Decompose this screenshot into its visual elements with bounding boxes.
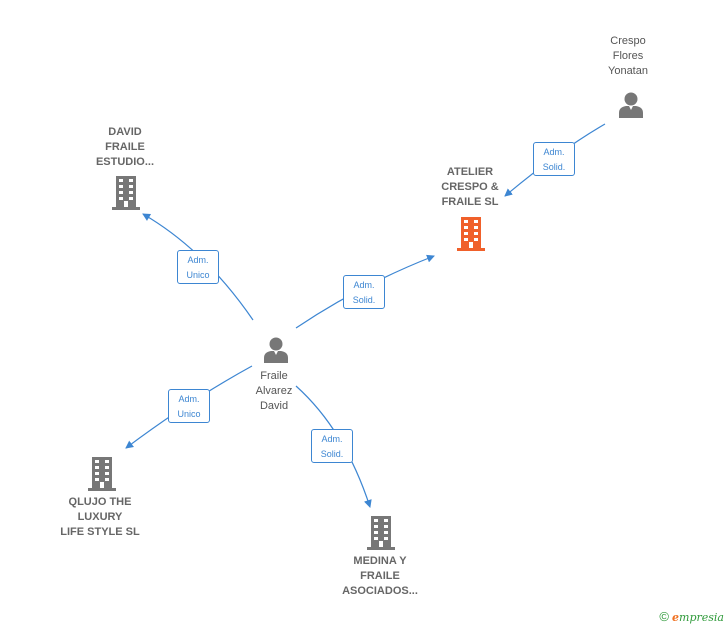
building-icon[interactable] (110, 176, 142, 210)
brand-logo: empresia (672, 611, 724, 624)
node-label-line: FRAILE (360, 570, 400, 582)
edge-badge-line: Adm. (543, 147, 565, 157)
node-label-line: David (259, 400, 289, 412)
person-icon[interactable] (617, 90, 645, 118)
edge-badge-line: Unico (177, 409, 201, 419)
edge-badge-line: Solid. (352, 295, 376, 305)
node-label-medina[interactable]: MEDINA Y FRAILE ASOCIADOS... (330, 554, 430, 599)
node-label-atelier[interactable]: ATELIER CRESPO & FRAILE SL (420, 165, 520, 210)
person-icon[interactable] (262, 335, 290, 363)
node-label-line: Crespo (610, 35, 646, 47)
brand-footer[interactable]: © empresia (659, 609, 724, 624)
edge-badge-line: Solid. (320, 449, 344, 459)
node-label-line: DAVID (108, 126, 142, 138)
edge-badge-line: Adm. (178, 394, 200, 404)
building-icon[interactable] (86, 457, 118, 491)
node-label-line: Alvarez (255, 385, 293, 397)
edge-badge-line: Adm. (321, 434, 343, 444)
node-label-line: LUXURY (77, 511, 123, 523)
edge-badge-line: Adm. (353, 280, 375, 290)
brand-initial: e (672, 611, 680, 624)
node-label-line: Flores (612, 50, 644, 62)
edge-badge-line: Unico (186, 270, 210, 280)
node-label-line: FRAILE (105, 141, 145, 153)
edge-badge-fraile-qlujo[interactable]: Adm. Unico (168, 389, 210, 423)
node-label-line: MEDINA Y (353, 555, 407, 567)
node-label-line: Fraile (260, 370, 288, 382)
node-label-line: ASOCIADOS... (342, 585, 418, 597)
edge-badge-fraile-atelier[interactable]: Adm. Solid. (343, 275, 385, 309)
node-label-line: QLUJO THE (68, 496, 132, 508)
edge-badge-line: Adm. (187, 255, 209, 265)
building-icon[interactable] (365, 516, 397, 550)
edge-badge-crespo-atelier[interactable]: Adm. Solid. (533, 142, 575, 176)
node-label-line: LIFE STYLE SL (60, 526, 140, 538)
node-label-qlujo[interactable]: QLUJO THE LUXURY LIFE STYLE SL (48, 495, 152, 540)
node-label-david-fraile[interactable]: DAVID FRAILE ESTUDIO... (80, 125, 170, 170)
node-label-line: ESTUDIO... (95, 156, 155, 168)
node-label-line: FRAILE SL (441, 196, 499, 208)
node-label-line: Yonatan (608, 65, 648, 77)
node-label-line: CRESPO & (441, 181, 499, 193)
node-label-fraile[interactable]: Fraile Alvarez David (234, 369, 314, 414)
node-label-crespo[interactable]: Crespo Flores Yonatan (588, 34, 668, 79)
brand-name: mpresia (679, 611, 724, 624)
building-icon[interactable] (455, 217, 487, 251)
edge-badge-fraile-david[interactable]: Adm. Unico (177, 250, 219, 284)
edge-badge-fraile-medina[interactable]: Adm. Solid. (311, 429, 353, 463)
node-label-line: ATELIER (446, 166, 494, 178)
edge-badge-line: Solid. (542, 162, 566, 172)
copyright-icon: © (659, 609, 669, 624)
